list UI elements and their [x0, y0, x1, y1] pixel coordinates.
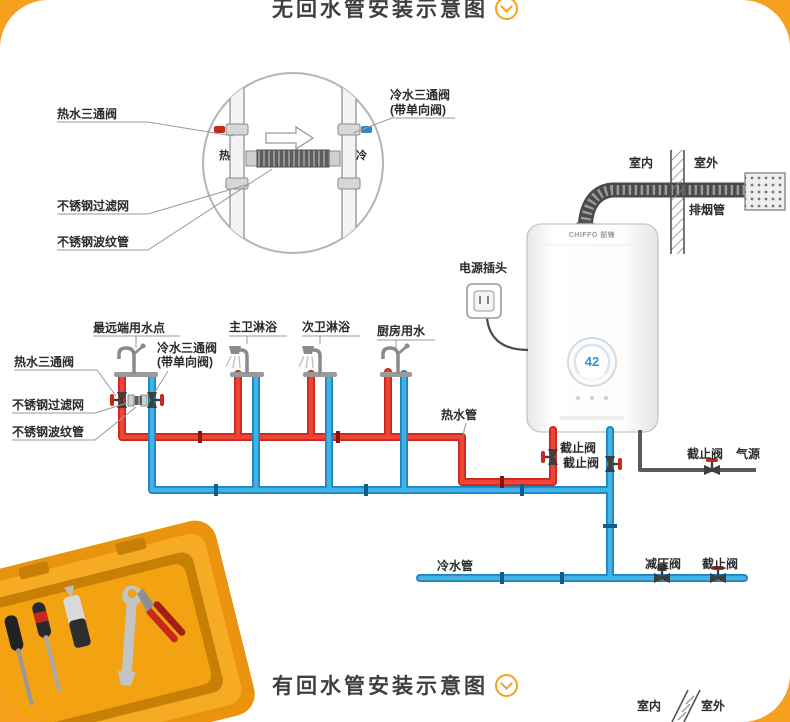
- cold-pipe-label: 冷水管: [437, 559, 474, 573]
- utility-knife-icon: [63, 585, 91, 648]
- secondary-shower-icon: [297, 344, 322, 376]
- secondary-shower-label: 次卫淋浴: [302, 320, 351, 334]
- hot-valve-handle-icon: [214, 126, 225, 133]
- master-shower-label: 主卫淋浴: [229, 320, 278, 334]
- power-outlet: [466, 283, 529, 352]
- hot-tag: 热: [219, 150, 230, 162]
- cold-valve-handle-icon: [361, 126, 372, 133]
- stop-valve-gas-label: 截止阀: [687, 447, 724, 461]
- callout-filter-label: 不锈钢过滤网: [57, 199, 130, 213]
- fp-filter-label: 不锈钢过滤网: [12, 398, 85, 412]
- bottom-title-text: 有回水管安装示意图: [272, 675, 488, 698]
- bottom-wall-section: [671, 689, 701, 722]
- callout-detail-circle: [57, 72, 455, 254]
- exhaust-pipe-label: 排烟管: [689, 203, 726, 217]
- wall-hatch: [671, 150, 684, 254]
- flow-arrow-icon: [265, 125, 315, 151]
- callout-check-valve-label: (带单向阀): [390, 103, 446, 117]
- arrow-down-badge-icon: [495, 674, 518, 697]
- screwdriver-red-icon: [32, 602, 62, 693]
- far-point-faucet-icon: [117, 341, 148, 376]
- cold-tag: 冷: [356, 150, 367, 162]
- fp-hot-valve-label: 热水三通阀: [14, 355, 75, 369]
- valves: [539, 447, 728, 585]
- screwdriver-icon: [4, 615, 34, 706]
- heater-brand-label: CHIFFO 前锋: [568, 232, 616, 239]
- callout-hot-valve-label: 热水三通阀: [57, 107, 118, 121]
- gas-source-label: 气源: [736, 447, 761, 461]
- toolbox: [0, 520, 255, 722]
- wrench-icon: [117, 585, 143, 686]
- fixtures: [108, 341, 412, 410]
- stop-valve-cold-label: 截止阀: [563, 456, 600, 470]
- callout-corrugated-label: 不锈钢波纹管: [57, 235, 130, 249]
- arrow-down-badge-icon: [495, 0, 518, 20]
- corrugated-pipe-icon: [256, 149, 330, 168]
- fp-check-valve-label: (带单向阀): [157, 355, 213, 369]
- farthest-point-label: 最远端用水点: [93, 321, 166, 335]
- bottom-section-title: 有回水管安装示意图: [0, 670, 790, 700]
- pressure-valve-label: 减压阀: [645, 557, 682, 571]
- hot-pipe-label: 热水管: [441, 408, 478, 422]
- master-shower-icon: [224, 344, 249, 376]
- pliers-icon: [137, 588, 186, 643]
- indoor-label-bottom: 室内: [637, 699, 662, 713]
- fp-corrugated-label: 不锈钢波纹管: [12, 425, 85, 439]
- heater-temp-display: 42: [584, 354, 600, 369]
- kitchen-water-label: 厨房用水: [377, 324, 426, 338]
- top-section-title: 无回水管安装示意图: [0, 0, 790, 23]
- outdoor-label-bottom: 室外: [701, 699, 726, 713]
- mixer-bars: [114, 372, 412, 377]
- indoor-label-top: 室内: [629, 156, 654, 170]
- callout-cold-valve-label: 冷水三通阀: [390, 88, 451, 102]
- fp-cold-valve-label: 冷水三通阀: [157, 341, 218, 355]
- stop-valve-hot-label: 截止阀: [560, 441, 597, 455]
- leader-lines: [12, 335, 467, 578]
- cold-water-pipe: [148, 370, 748, 582]
- outdoor-label-top: 室外: [694, 156, 719, 170]
- water-heater-unit: [526, 221, 659, 433]
- power-plug-label: 电源插头: [459, 261, 508, 275]
- callout-leader-lines: [57, 117, 455, 251]
- stop-valve-main-label: 截止阀: [702, 557, 739, 571]
- pipe-couplings: [198, 431, 617, 584]
- top-title-text: 无回水管安装示意图: [272, 0, 488, 21]
- vent-cap-icon: [745, 173, 785, 210]
- pressure-reducing-valve-icon: [654, 564, 670, 583]
- hot-water-pipe: [118, 368, 557, 486]
- far-point-assembly: [108, 390, 166, 410]
